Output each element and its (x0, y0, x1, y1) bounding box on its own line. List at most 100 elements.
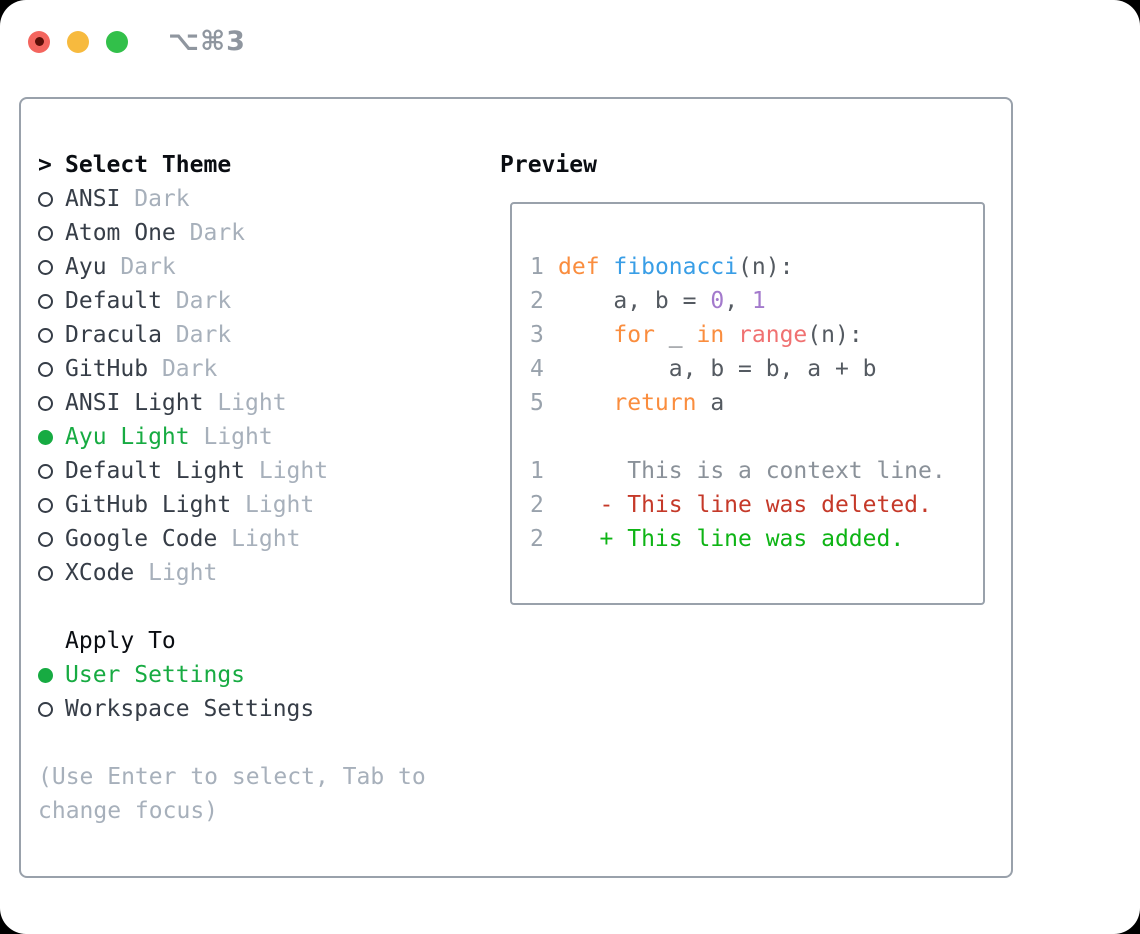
theme-option-ansi-light[interactable]: ANSI Light Light (38, 386, 500, 420)
line-number: 2 (530, 492, 544, 518)
code-line: 1 def fibonacci(n): (530, 250, 983, 284)
diff-context-line: 1 This is a context line. (530, 454, 983, 488)
code-line: 2 a, b = 0, 1 (530, 284, 983, 318)
theme-option-xcode[interactable]: XCode Light (38, 556, 500, 590)
theme-option-github[interactable]: GitHub Dark (38, 352, 500, 386)
line-number: 3 (530, 322, 544, 348)
line-content: return a (613, 390, 725, 416)
select-theme-title: Select Theme (65, 152, 232, 178)
variant-badge: Light (189, 424, 273, 450)
variant-badge: Light (217, 526, 301, 552)
option-label: Dracula (65, 322, 162, 348)
zoom-button[interactable] (106, 30, 128, 53)
radio-icon (38, 531, 53, 547)
theme-option-google-code[interactable]: Google Code Light (38, 522, 500, 556)
theme-option-dracula[interactable]: Dracula Dark (38, 318, 500, 352)
radio-icon (38, 361, 53, 377)
line-content: a, b = b, a + b (558, 356, 877, 382)
variant-badge: Light (203, 390, 287, 416)
radio-icon (38, 565, 53, 581)
titlebar: ⌥⌘3 (28, 26, 246, 57)
diff-deleted-line: 2 - This line was deleted. (530, 488, 983, 522)
variant-badge: Dark (148, 356, 218, 382)
line-number: 1 (530, 458, 544, 484)
option-label: Ayu Light (65, 424, 190, 450)
option-label: Ayu (65, 254, 107, 280)
variant-badge: Light (245, 458, 329, 484)
theme-option-atom-one[interactable]: Atom One Dark (38, 216, 500, 250)
theme-option-ansi[interactable]: ANSI Dark (38, 182, 500, 216)
radio-icon (38, 395, 53, 411)
theme-option-ayu-light[interactable]: Ayu Light Light (38, 420, 500, 454)
spacer (38, 726, 500, 760)
apply-option-workspace-settings[interactable]: Workspace Settings (38, 692, 500, 726)
variant-badge: Dark (106, 254, 176, 280)
apply-option-user-settings[interactable]: User Settings (38, 658, 500, 692)
theme-option-default[interactable]: Default Dark (38, 284, 500, 318)
focus-caret-icon: > (38, 152, 52, 178)
option-label: Workspace Settings (65, 696, 315, 722)
radio-icon (38, 225, 53, 241)
radio-icon (38, 259, 53, 275)
line-number: 4 (530, 356, 544, 382)
preview-title: Preview (500, 152, 597, 178)
apply-to-title: Apply To (65, 628, 176, 654)
radio-selected-icon (38, 667, 53, 683)
line-content: + This line was added. (558, 526, 905, 552)
line-content: def fibonacci(n): (558, 254, 794, 280)
code-line: 3 for _ in range(n): (530, 318, 983, 352)
apply-to-header: Apply To (38, 624, 500, 658)
line-content: for _ in range(n): (613, 322, 863, 348)
option-label: Atom One (65, 220, 176, 246)
variant-badge: Dark (175, 220, 246, 246)
help-line-2: change focus) (38, 798, 219, 824)
variant-badge: Dark (120, 186, 190, 212)
help-text: (Use Enter to select, Tab to change focu… (38, 760, 500, 828)
option-label: GitHub (65, 356, 149, 382)
line-number: 1 (530, 254, 544, 280)
window-shortcut-label: ⌥⌘3 (168, 26, 246, 57)
minimize-button[interactable] (67, 30, 89, 53)
option-label: Default (65, 288, 162, 314)
spacer (38, 590, 500, 624)
help-line-1: (Use Enter to select, Tab to (38, 764, 426, 790)
line-number (530, 420, 558, 454)
option-label: ANSI (65, 186, 121, 212)
select-theme-header: > Select Theme (38, 148, 500, 182)
variant-badge: Dark (161, 288, 232, 314)
theme-option-default-light[interactable]: Default Light Light (38, 454, 500, 488)
option-label: GitHub Light (65, 492, 232, 518)
variant-badge: Light (231, 492, 315, 518)
radio-icon (38, 463, 53, 479)
theme-option-github-light[interactable]: GitHub Light Light (38, 488, 500, 522)
option-label: User Settings (65, 662, 246, 688)
radio-selected-icon (38, 429, 53, 445)
variant-badge: Light (134, 560, 218, 586)
option-label: ANSI Light (65, 390, 204, 416)
theme-option-ayu[interactable]: Ayu Dark (38, 250, 500, 284)
radio-icon (38, 497, 53, 513)
line-number: 5 (530, 390, 544, 416)
line-number: 2 (530, 288, 544, 314)
variant-badge: Dark (161, 322, 232, 348)
line-content: - This line was deleted. (558, 492, 932, 518)
blank-line (530, 420, 983, 454)
line-number: 2 (530, 526, 544, 552)
radio-icon (38, 293, 53, 309)
code-line: 4 a, b = b, a + b (530, 352, 983, 386)
diff-added-line: 2 + This line was added. (530, 522, 983, 556)
radio-icon (38, 327, 53, 343)
line-content: This is a context line. (558, 458, 946, 484)
code-line: 5 return a (530, 386, 983, 420)
radio-icon (38, 191, 53, 207)
close-button[interactable] (28, 30, 50, 53)
line-content: a, b = 0, 1 (558, 288, 766, 314)
option-label: XCode (65, 560, 135, 586)
option-label: Default Light (65, 458, 246, 484)
